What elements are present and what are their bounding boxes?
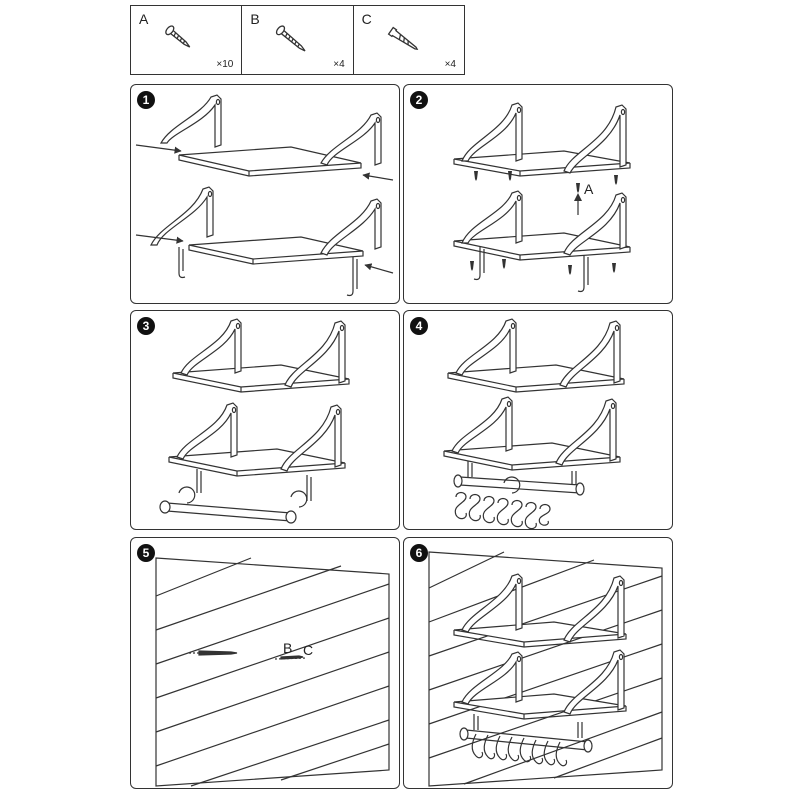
step-number: 3 [137, 317, 155, 335]
bracket [280, 404, 342, 472]
step-6-panel: 6 [403, 537, 673, 789]
part-quantity: ×10 [216, 59, 234, 70]
hanging-rod [459, 714, 593, 753]
step-number: 2 [410, 91, 428, 109]
shelf-board [443, 442, 621, 471]
step-number: 4 [410, 317, 428, 335]
shelf-board [178, 146, 362, 177]
bracket [555, 398, 617, 466]
hanger-hook [196, 469, 202, 493]
bracket [461, 190, 523, 244]
hanger-hook [577, 255, 589, 293]
step-2-panel: 2 [403, 84, 673, 304]
arrow [364, 263, 394, 274]
bracket [461, 651, 523, 705]
hanger-hook [306, 475, 312, 501]
shelf-board [453, 621, 627, 648]
bracket [461, 573, 523, 633]
hanging-rod [159, 500, 297, 524]
label-c: C [303, 642, 314, 658]
s-hooks [454, 491, 551, 529]
bracket [451, 396, 513, 454]
bracket [320, 198, 382, 256]
step-3-panel: 3 [130, 310, 400, 530]
hanger-hook [473, 247, 485, 281]
wall-anchor-icon [387, 26, 418, 51]
shelf-board [453, 693, 627, 720]
step-5-panel: 5 B C [130, 537, 400, 789]
shelf-board [168, 448, 346, 477]
wall [428, 551, 663, 787]
parts-table: A ×10 B ×4 C ×4 [130, 5, 465, 75]
shelf-board [188, 236, 364, 265]
bracket [563, 649, 625, 715]
bracket [563, 192, 627, 256]
part-a: A ×10 [131, 6, 243, 74]
wall [155, 557, 390, 787]
bracket [320, 112, 382, 166]
arrow [135, 144, 182, 154]
part-letter: B [250, 11, 260, 27]
screw-c [280, 655, 304, 660]
part-quantity: ×4 [444, 59, 456, 70]
shelf-board [447, 364, 625, 393]
screw-marks [474, 171, 618, 193]
part-b: B ×4 [242, 6, 354, 74]
step-number: 5 [137, 544, 155, 562]
step-4-panel: 4 [403, 310, 673, 530]
bracket [176, 402, 238, 460]
bracket [159, 94, 222, 148]
part-letter: A [139, 11, 149, 27]
part-letter: C [361, 11, 372, 27]
hanger-hook [178, 247, 186, 279]
screw-label: A [584, 181, 594, 197]
bracket [563, 104, 627, 174]
rotate-arrow [290, 490, 308, 508]
rotate-arrow [503, 476, 521, 494]
shelf-board [172, 364, 350, 393]
bracket [455, 318, 517, 376]
label-b: B [283, 640, 293, 656]
bracket [150, 186, 214, 246]
bracket [284, 320, 346, 388]
s-hooks [471, 733, 568, 767]
screw-b [189, 650, 238, 656]
part-c: C ×4 [354, 6, 464, 74]
rotate-arrow [178, 486, 196, 504]
bracket [559, 320, 621, 388]
shelf-board [453, 150, 631, 177]
bracket [461, 102, 523, 162]
step-number: 1 [137, 91, 155, 109]
step-number: 6 [410, 544, 428, 562]
long-screw-icon [276, 25, 306, 52]
hanging-rod [453, 461, 585, 496]
arrow [362, 172, 394, 181]
bracket [563, 575, 625, 643]
step-1-panel: 1 [130, 84, 400, 304]
wood-screw-icon [165, 25, 191, 48]
part-quantity: ×4 [333, 59, 345, 70]
arrow [135, 234, 184, 244]
hanger-hook [346, 257, 358, 297]
screw-marks [470, 259, 616, 275]
bracket [180, 318, 242, 376]
